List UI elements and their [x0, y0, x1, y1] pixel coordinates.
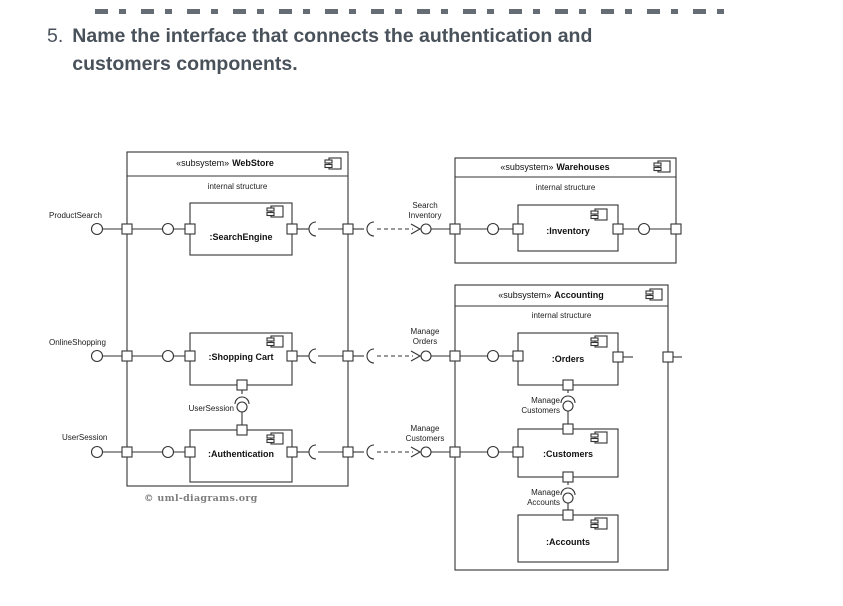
online-shopping-interface-label: OnlineShopping	[49, 338, 106, 347]
component-icon	[266, 205, 284, 218]
component-icon	[645, 288, 663, 301]
manage-orders-interface-label: Manage Orders	[397, 327, 453, 347]
product-search-interface-label: ProductSearch	[49, 211, 102, 220]
question-number: 5.	[47, 25, 64, 47]
component-icon	[324, 157, 342, 170]
orders-label: :Orders	[551, 354, 585, 364]
manage-customers-internal-interface-label: Manage Customers	[504, 396, 560, 416]
component-icon	[590, 208, 608, 221]
manage-accounts-line1: Manage	[531, 488, 560, 497]
truncated-text-line	[95, 9, 737, 14]
accounts-label: :Accounts	[545, 537, 590, 547]
manage-customers-line1: Manage	[410, 424, 440, 433]
manage-customers-line2: Customers	[405, 434, 445, 443]
accounting-header: «subsystem»Accounting	[455, 290, 647, 301]
search-inventory-line2: Inventory	[408, 211, 442, 220]
webstore-stereotype: «subsystem»	[176, 158, 230, 168]
question-text: Name the interface that connects the aut…	[72, 22, 592, 78]
manage-accounts-line2: Accounts	[527, 498, 560, 507]
user-session-external-interface-label: UserSession	[62, 433, 108, 442]
search-inventory-interface-label: Search Inventory	[397, 201, 453, 221]
inventory-label: :Inventory	[546, 226, 590, 236]
question: 5. Name the interface that connects the …	[47, 22, 592, 78]
component-icon	[266, 432, 284, 445]
search-inventory-line1: Search	[412, 201, 438, 210]
manage-customers-internal-line1: Manage	[531, 396, 560, 405]
user-session-internal-interface-label: UserSession	[188, 404, 234, 413]
accounting-section-label: internal structure	[531, 311, 592, 320]
authentication-label: :Authentication	[208, 449, 274, 459]
webstore-name: WebStore	[232, 158, 274, 168]
question-text-line1: Name the interface that connects the aut…	[72, 25, 593, 47]
component-icon	[590, 431, 608, 444]
accounting-stereotype: «subsystem»	[498, 290, 552, 300]
webstore-header: «subsystem»WebStore	[127, 158, 323, 169]
accounting-name: Accounting	[554, 290, 604, 300]
shopping-cart-label: :Shopping Cart	[208, 352, 274, 362]
manage-customers-interface-label: Manage Customers	[392, 424, 458, 444]
warehouses-section-label: internal structure	[535, 183, 596, 192]
component-icon	[590, 335, 608, 348]
customers-label: :Customers	[542, 449, 593, 459]
warehouses-name: Warehouses	[556, 162, 610, 172]
manage-orders-line1: Manage	[410, 327, 440, 336]
search-engine-label: :SearchEngine	[209, 232, 273, 242]
connector-lines	[97, 228, 682, 510]
warehouses-header: «subsystem»Warehouses	[455, 162, 655, 173]
manage-customers-internal-line2: Customers	[521, 406, 560, 415]
question-text-line2: customers components.	[72, 53, 298, 75]
copyright-text: © uml-diagrams.org	[144, 493, 258, 504]
manage-accounts-interface-label: Manage Accounts	[504, 488, 560, 508]
component-icon	[590, 517, 608, 530]
component-icon	[266, 335, 284, 348]
warehouses-stereotype: «subsystem»	[500, 162, 554, 172]
manage-orders-line2: Orders	[412, 337, 438, 346]
component-icon	[653, 160, 671, 173]
webstore-section-label: internal structure	[207, 182, 268, 191]
